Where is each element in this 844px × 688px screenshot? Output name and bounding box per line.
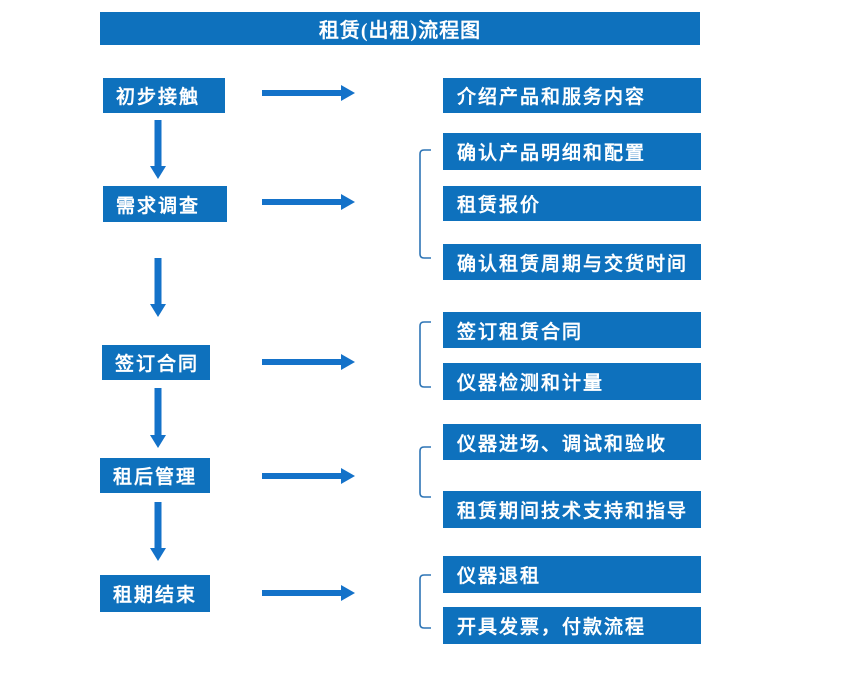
right-arrow-icon — [262, 85, 355, 101]
down-arrow-icon — [150, 120, 166, 179]
down-arrow-icon — [150, 258, 166, 317]
detail-instrument-return: 仪器退租 — [443, 556, 701, 593]
right-arrow-icon — [262, 354, 355, 370]
right-arrow-icon — [262, 585, 355, 601]
down-arrow-icon — [150, 388, 166, 448]
group-bracket-icon — [419, 574, 431, 629]
detail-invoicing-payment-process: 开具发票，付款流程 — [443, 607, 701, 644]
detail-sign-rental-contract: 签订租赁合同 — [443, 312, 701, 348]
detail-instrument-testing-metering: 仪器检测和计量 — [443, 363, 701, 400]
stage-sign-contract: 签订合同 — [102, 345, 210, 380]
down-arrow-icon — [150, 502, 166, 561]
group-bracket-icon — [419, 149, 431, 259]
stage-post-rental-management: 租后管理 — [100, 458, 210, 493]
stage-initial-contact: 初步接触 — [103, 78, 225, 113]
flowchart-title: 租赁(出租)流程图 — [100, 12, 700, 45]
detail-confirm-rental-period-delivery: 确认租赁周期与交货时间 — [443, 244, 701, 280]
right-arrow-icon — [262, 468, 355, 484]
group-bracket-icon — [419, 321, 431, 388]
detail-introduce-products-services: 介绍产品和服务内容 — [443, 78, 701, 113]
stage-rental-end: 租期结束 — [100, 575, 210, 612]
detail-technical-support-guidance: 租赁期间技术支持和指导 — [443, 491, 701, 528]
detail-instrument-setup-acceptance: 仪器进场、调试和验收 — [443, 424, 701, 460]
right-arrow-icon — [262, 194, 355, 210]
detail-confirm-product-details: 确认产品明细和配置 — [443, 133, 701, 170]
detail-rental-quote: 租赁报价 — [443, 186, 701, 221]
group-bracket-icon — [419, 446, 431, 498]
stage-needs-survey: 需求调查 — [103, 186, 227, 222]
